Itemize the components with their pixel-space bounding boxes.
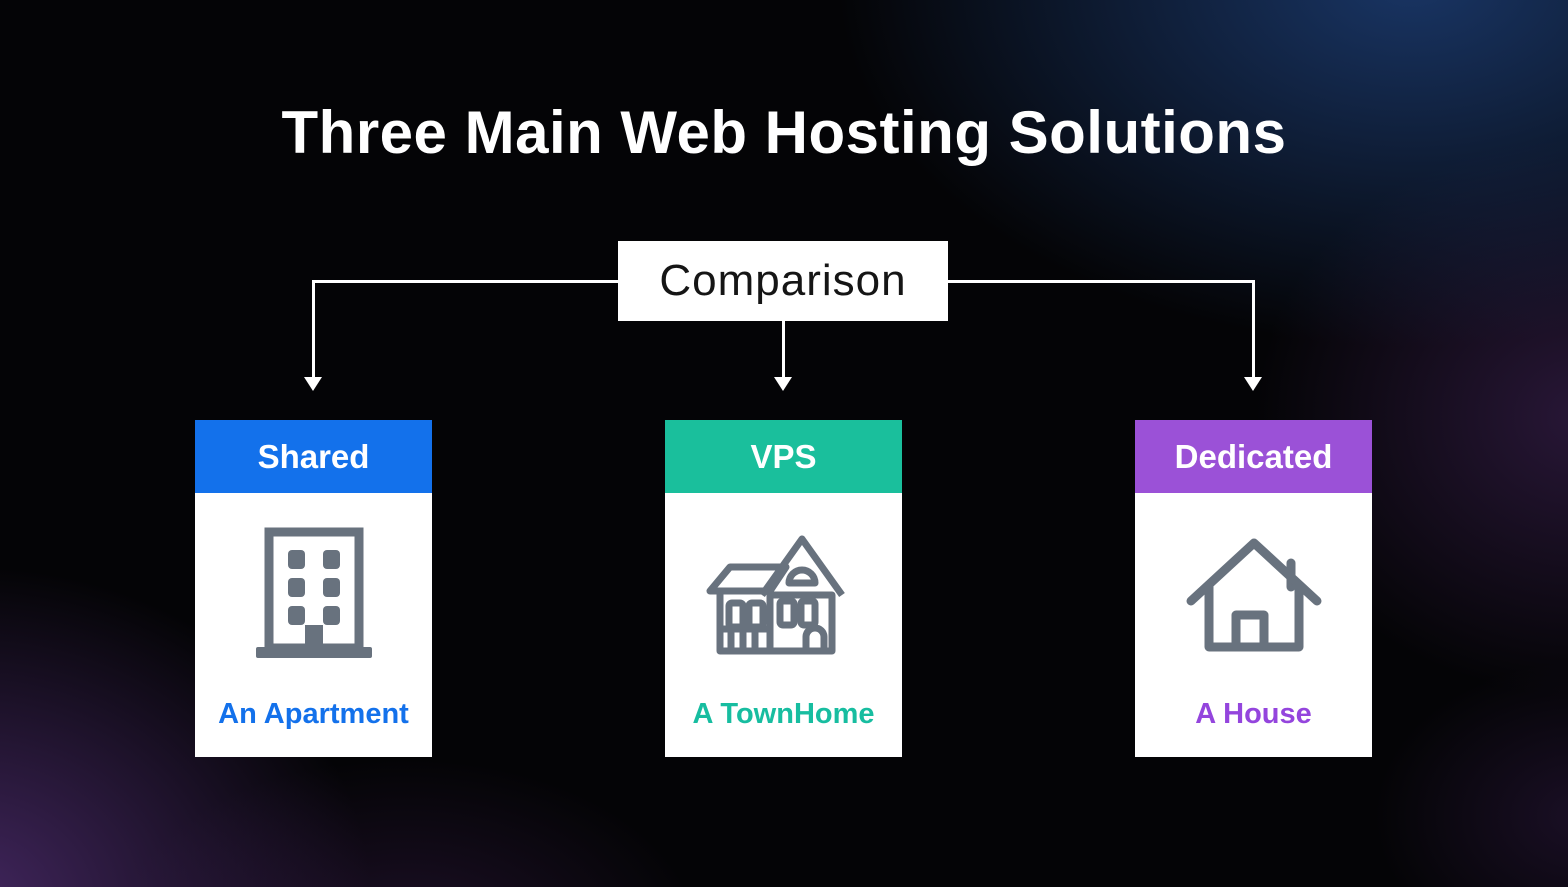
card-caption-shared: An Apartment bbox=[218, 698, 409, 730]
arrow-down-center-icon bbox=[774, 377, 792, 391]
comparison-label: Comparison bbox=[659, 256, 907, 305]
card-header-label: Dedicated bbox=[1174, 437, 1333, 475]
card-body-dedicated: A House bbox=[1135, 493, 1372, 757]
arrow-down-left-icon bbox=[304, 377, 322, 391]
hosting-card-vps: VPS bbox=[665, 420, 902, 757]
apartment-building-icon bbox=[253, 525, 375, 667]
connector-right-horizontal bbox=[948, 280, 1255, 283]
card-header-shared: Shared bbox=[195, 420, 432, 493]
page-title: Three Main Web Hosting Solutions bbox=[281, 99, 1287, 166]
card-header-label: VPS bbox=[750, 437, 817, 475]
comparison-box: Comparison bbox=[618, 241, 948, 321]
house-icon bbox=[1179, 525, 1329, 663]
card-body-shared: An Apartment bbox=[195, 493, 432, 757]
card-header-vps: VPS bbox=[665, 420, 902, 493]
connector-center-vertical bbox=[782, 320, 785, 378]
card-caption-dedicated: A House bbox=[1195, 698, 1312, 730]
card-caption-vps: A TownHome bbox=[692, 698, 875, 730]
connector-left-horizontal bbox=[313, 280, 618, 283]
connector-left-vertical bbox=[312, 280, 315, 378]
townhome-icon bbox=[704, 525, 864, 673]
card-header-dedicated: Dedicated bbox=[1135, 420, 1372, 493]
connector-right-vertical bbox=[1252, 280, 1255, 378]
hosting-card-shared: Shared An Apartment bbox=[195, 420, 432, 757]
card-header-label: Shared bbox=[257, 437, 370, 475]
arrow-down-right-icon bbox=[1244, 377, 1262, 391]
card-body-vps: A TownHome bbox=[665, 493, 902, 757]
hosting-card-dedicated: Dedicated A House bbox=[1135, 420, 1372, 757]
